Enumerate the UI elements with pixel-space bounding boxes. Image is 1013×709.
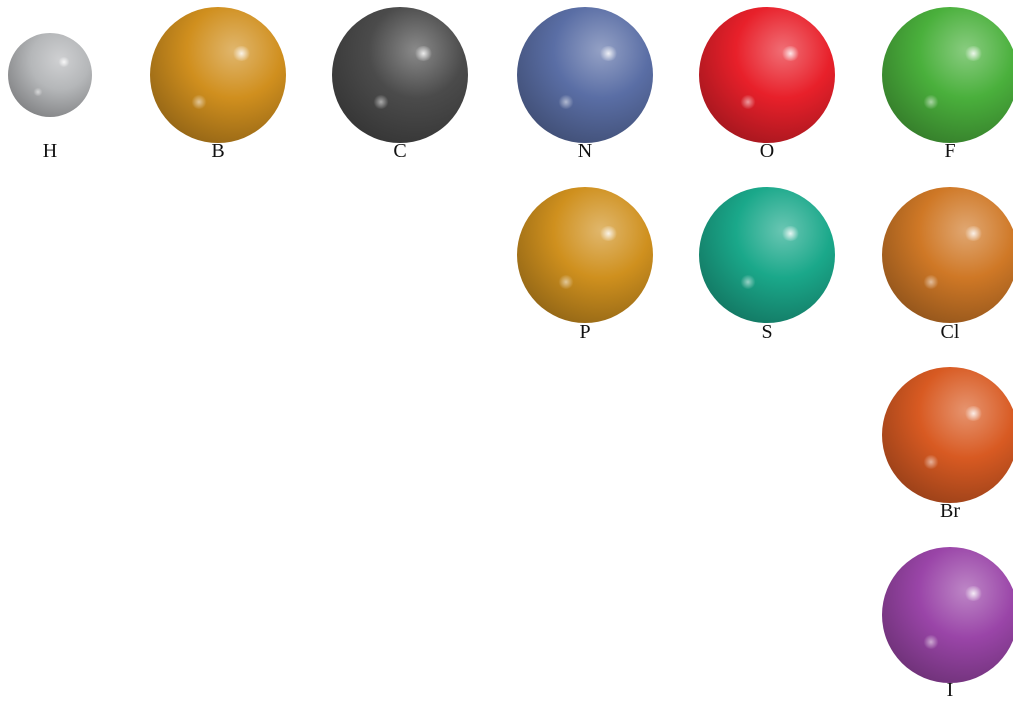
atom-label-br: Br (940, 500, 960, 522)
atom-b: B (128, 0, 308, 709)
atom-label-b: B (211, 140, 225, 162)
atom-o: O (677, 0, 857, 709)
atom-label-s: S (761, 321, 773, 343)
atom-sphere-s (699, 187, 835, 323)
atom-f: F (860, 0, 1013, 709)
atom-label-cl: Cl (940, 321, 960, 343)
atom-p: P (495, 0, 675, 709)
atom-sphere-b (150, 7, 286, 143)
atom-sphere-h (8, 33, 92, 117)
atom-sphere-f (882, 7, 1013, 143)
atom-label-n: N (577, 140, 593, 162)
atom-sphere-i (882, 547, 1013, 683)
atom-label-c: C (393, 140, 407, 162)
atom-label-h: H (42, 140, 58, 162)
atom-cl: Cl (860, 0, 1013, 709)
atom-sphere-c (332, 7, 468, 143)
atom-label-p: P (579, 321, 591, 343)
atom-label-i: I (946, 679, 954, 701)
atom-i: I (860, 0, 1013, 709)
atom-label-f: F (944, 140, 956, 162)
atom-sphere-p (517, 187, 653, 323)
atom-c: C (310, 0, 490, 709)
atom-h: H (0, 0, 140, 709)
atom-s: S (677, 0, 857, 709)
atom-sphere-cl (882, 187, 1013, 323)
atom-label-o: O (759, 140, 775, 162)
atom-sphere-o (699, 7, 835, 143)
